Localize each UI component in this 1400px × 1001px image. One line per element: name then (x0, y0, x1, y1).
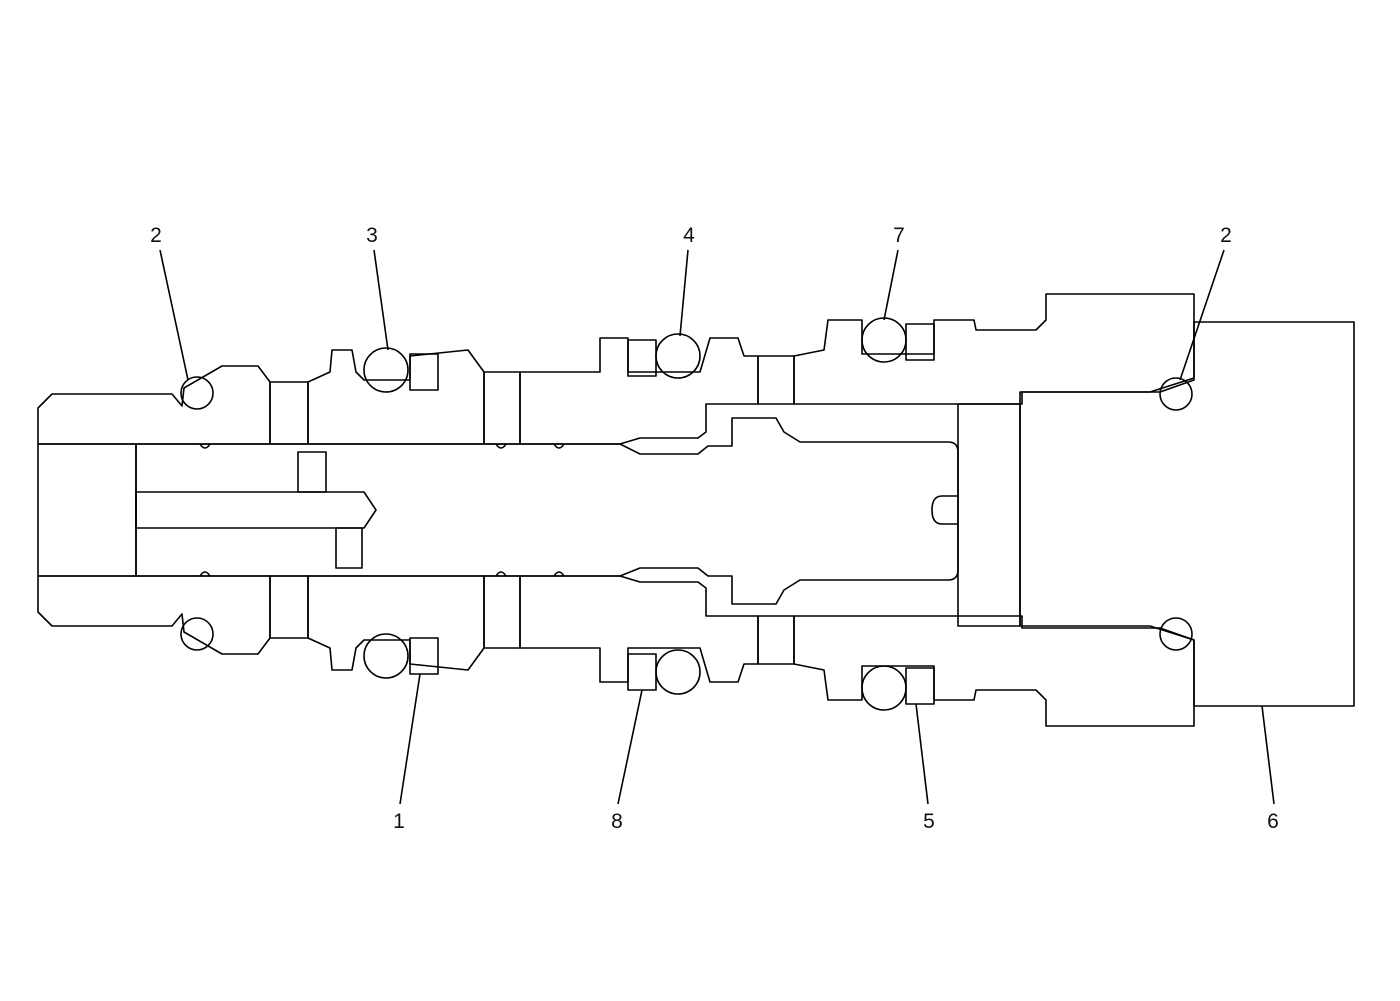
callout-bottom-1: 1 (393, 810, 405, 833)
backup-rings-upper (409, 323, 935, 391)
o-rings-lower (180, 617, 1193, 711)
callout-bottom-4: 6 (1267, 810, 1279, 833)
callout-top-4: 7 (893, 224, 905, 247)
callout-top-5: 2 (1220, 224, 1232, 247)
inlet-bore (37, 443, 137, 577)
radial-ports (269, 355, 795, 665)
seam-grooves (199, 443, 565, 577)
callout-top-1: 2 (150, 224, 162, 247)
callout-labels: 2 3 4 7 2 1 8 5 6 (150, 224, 1279, 833)
o-rings-upper (180, 317, 1193, 411)
end-cap (957, 321, 1355, 707)
callout-bottom-3: 5 (923, 810, 935, 833)
callout-top-2: 3 (366, 224, 378, 247)
spool (135, 417, 959, 605)
leader-lines (159, 249, 1275, 805)
callout-bottom-2: 8 (611, 810, 623, 833)
callout-top-3: 4 (683, 224, 695, 247)
